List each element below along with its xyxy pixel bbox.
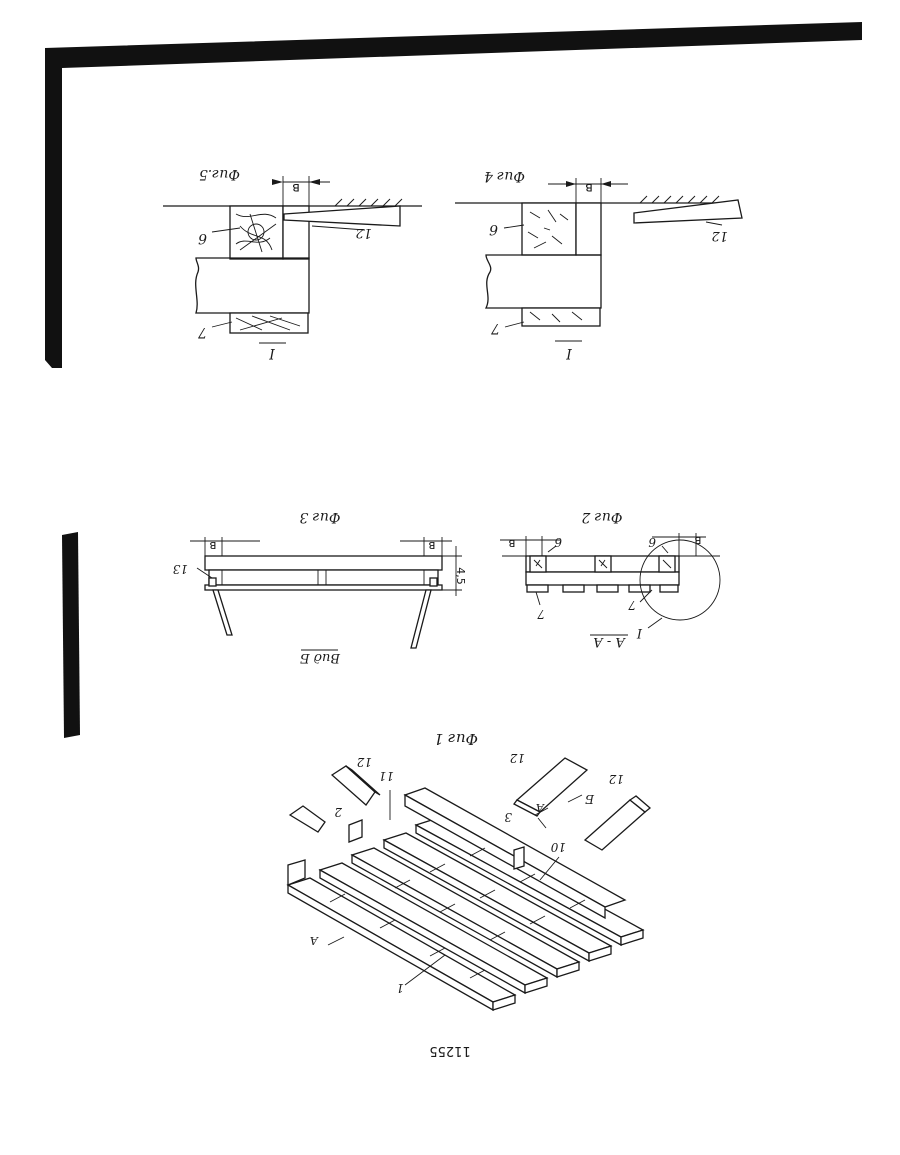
fig2-label-6-right: 6 bbox=[648, 535, 656, 549]
fig2-label-7-right: 7 bbox=[628, 598, 636, 612]
fig3-dim-right: в bbox=[428, 539, 435, 553]
figure-5 bbox=[163, 176, 422, 343]
top-border-bar bbox=[45, 22, 862, 368]
fig1-label-10: 10 bbox=[550, 840, 566, 854]
side-border-bar bbox=[62, 532, 80, 738]
fig5-label-6: 6 bbox=[198, 230, 207, 246]
fig4-label-7: 7 bbox=[491, 320, 500, 336]
fig1-arrow-label-a-top: А bbox=[536, 801, 545, 814]
fig2-node-label: I bbox=[636, 625, 643, 640]
fig2-label-6-left: 6 bbox=[554, 535, 562, 549]
fig4-title: Фиг 4 bbox=[484, 168, 525, 184]
fig5-title: Фиг.5 bbox=[199, 166, 240, 182]
figure-1 bbox=[288, 758, 650, 1010]
fig5-label-12: 12 bbox=[355, 225, 372, 240]
fig3-dim-height: 4,5 bbox=[454, 567, 467, 585]
fig1-label-11: 11 bbox=[379, 769, 394, 783]
fig2-dim-left: в bbox=[508, 537, 515, 551]
figure-2 bbox=[500, 533, 720, 635]
fig2-label-7-left: 7 bbox=[537, 607, 545, 621]
page-number: 11255 bbox=[0, 1043, 900, 1058]
fig4-dim-label: в bbox=[585, 180, 593, 195]
fig4-node-label: I bbox=[566, 345, 573, 361]
fig3-title: Фиг 3 bbox=[299, 509, 340, 525]
fig1-title: Фиг 1 bbox=[434, 730, 478, 748]
fig1-arrow-label-a-left: А bbox=[310, 934, 319, 947]
fig3-label-13: 13 bbox=[172, 562, 188, 576]
fig2-section-label: A - A bbox=[593, 634, 625, 649]
fig1-label-1: 1 bbox=[396, 981, 404, 995]
fig1-label-12-right: 12 bbox=[609, 772, 624, 786]
fig2-dim-right: в bbox=[694, 534, 701, 548]
fig1-label-12-left: 12 bbox=[357, 755, 372, 769]
fig3-view-label: Вид Б bbox=[300, 650, 341, 665]
fig5-label-7: 7 bbox=[198, 324, 207, 340]
fig5-dim-label: в bbox=[292, 180, 300, 195]
fig5-node-label: I bbox=[269, 345, 276, 361]
figure-3 bbox=[190, 537, 462, 650]
fig2-title: Фиг 2 bbox=[581, 509, 622, 525]
figure-4 bbox=[455, 178, 742, 341]
fig1-label-3: 3 bbox=[504, 810, 512, 824]
fig1-label-2: 2 bbox=[334, 805, 343, 819]
fig4-label-6: 6 bbox=[489, 221, 498, 237]
fig4-label-12: 12 bbox=[711, 228, 728, 243]
fig1-arrow-label-b: Б bbox=[585, 792, 595, 806]
fig3-dim-left: в bbox=[209, 539, 216, 553]
fig1-label-12-center: 12 bbox=[510, 751, 525, 765]
